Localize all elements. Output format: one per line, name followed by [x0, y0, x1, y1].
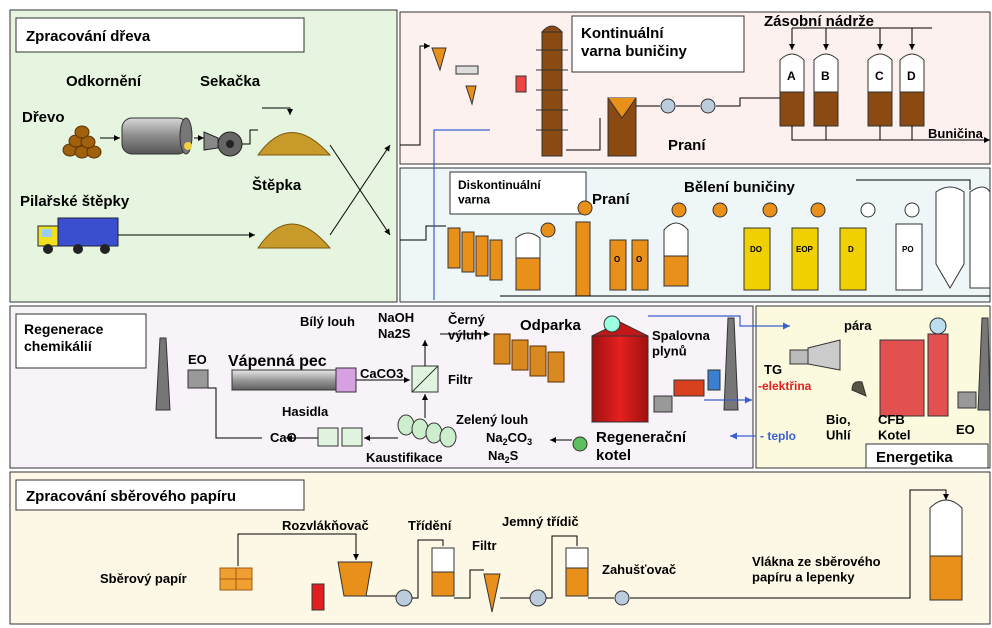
label-cao: CaO	[270, 430, 297, 445]
label-bio: Bio,Uhlí	[826, 412, 851, 443]
label-na2s: Na2S	[378, 326, 411, 341]
label-beleni: Bělení buničiny	[684, 179, 796, 196]
label-vapenna: Vápenná pec	[228, 353, 327, 370]
title-wood: Zpracování dřeva	[15, 17, 305, 53]
label-eo-left: EO	[188, 352, 207, 367]
chipper-icon	[203, 131, 243, 157]
label-filtr: Filtr	[448, 372, 473, 387]
label-filtr2: Filtr	[472, 538, 497, 553]
stage-o2: O	[636, 255, 642, 264]
bleach-flow-lines	[400, 179, 990, 297]
recovery-boiler-icon	[572, 315, 649, 452]
label-sberovy: Sběrový papír	[100, 571, 187, 586]
stage-eop: EOP	[796, 245, 814, 254]
pulper-icon	[311, 561, 373, 611]
cfb-boiler-icon	[851, 317, 991, 417]
stage-do: DO	[750, 245, 762, 254]
label-teplo: - teplo	[760, 429, 796, 443]
label-na2s-green: Na2S	[488, 448, 519, 465]
tank-d-label: D	[907, 69, 916, 83]
label-drevo: Dřevo	[22, 109, 65, 126]
truck-icon	[37, 217, 119, 254]
label-zahustovac: Zahušťovač	[602, 562, 676, 577]
stage-po: PO	[902, 245, 914, 254]
debarking-drum-icon	[121, 117, 193, 155]
stage-d: D	[848, 245, 854, 254]
section-energy-bg	[755, 305, 991, 469]
tank-c-label: C	[875, 69, 884, 83]
label-kaustifikace: Kaustifikace	[366, 450, 443, 465]
paper-flow-lines	[237, 489, 949, 599]
tank-a-label: A	[787, 69, 796, 83]
paper-pumps-icon	[395, 589, 630, 607]
title-paper: Zpracování sběrového papíru	[15, 479, 305, 511]
label-zasobni: Zásobní nádrže	[764, 13, 874, 30]
label-hasidla: Hasidla	[282, 404, 329, 419]
label-sekacka: Sekačka	[200, 73, 261, 90]
label-zeleny: Zelený louh	[456, 412, 528, 427]
section-wood-bg	[9, 9, 398, 303]
chip-feed-icon	[431, 47, 527, 106]
label-naoh: NaOH	[378, 310, 414, 325]
label-rozvlaknovac: Rozvlákňovač	[282, 518, 369, 533]
bleaching-towers-icon	[515, 186, 991, 297]
wood-flow-lines	[100, 107, 391, 238]
gas-incinerator-icon	[653, 317, 739, 413]
slaker-icon	[317, 427, 363, 447]
label-jemny: Jemný třídič	[502, 514, 579, 529]
chimney-left-icon	[155, 337, 171, 411]
label-caco3: CaCO3	[360, 366, 403, 381]
label-na2co3: Na2CO3	[486, 430, 532, 447]
label-odkorneni: Odkornění	[66, 73, 142, 90]
svg-text:Zpracování dřeva: Zpracování dřeva	[26, 28, 151, 45]
pulping-flow-lines	[400, 27, 990, 151]
label-eo-right: EO	[956, 422, 975, 437]
label-odparka: Odparka	[520, 317, 582, 334]
svg-text:Zpracování sběrového papíru: Zpracování sběrového papíru	[26, 488, 236, 505]
causticizers-icon	[397, 414, 457, 448]
lime-kiln-icon	[231, 367, 357, 393]
screens-icon	[431, 499, 963, 613]
stage-o1: O	[614, 255, 620, 264]
label-trideni: Třídění	[408, 518, 452, 533]
label-para: pára	[844, 318, 872, 333]
chem-flow-lines	[208, 331, 572, 443]
svg-text:Energetika: Energetika	[876, 449, 953, 466]
label-bunicina: Buničina	[928, 126, 984, 141]
wash-tank-icon	[607, 97, 716, 157]
label-bily-louh: Bílý louh	[300, 314, 355, 329]
bleaching-pumps-icon	[540, 200, 920, 238]
chip-pile-icon	[257, 132, 332, 249]
label-prani-mid: Praní	[592, 191, 630, 208]
label-prani-top: Praní	[668, 137, 706, 154]
tank-b-label: B	[821, 69, 830, 83]
title-energy: Energetika	[865, 443, 989, 469]
digester-column-icon	[536, 25, 568, 157]
label-elektrina: -elektřina	[758, 379, 812, 393]
label-pilarske: Pilařské štěpky	[20, 193, 130, 210]
log-pile-icon	[62, 125, 102, 159]
filter-box-icon	[411, 365, 439, 393]
label-stepka: Štěpka	[252, 176, 302, 194]
turbine-icon	[789, 339, 841, 371]
batch-digesters-icon	[447, 227, 503, 281]
paper-bales-icon	[219, 567, 253, 591]
electrofilter-left-icon	[187, 369, 209, 389]
label-tg: TG	[764, 362, 782, 377]
evaporator-icon	[493, 333, 565, 383]
energy-blue-lines	[433, 129, 790, 440]
